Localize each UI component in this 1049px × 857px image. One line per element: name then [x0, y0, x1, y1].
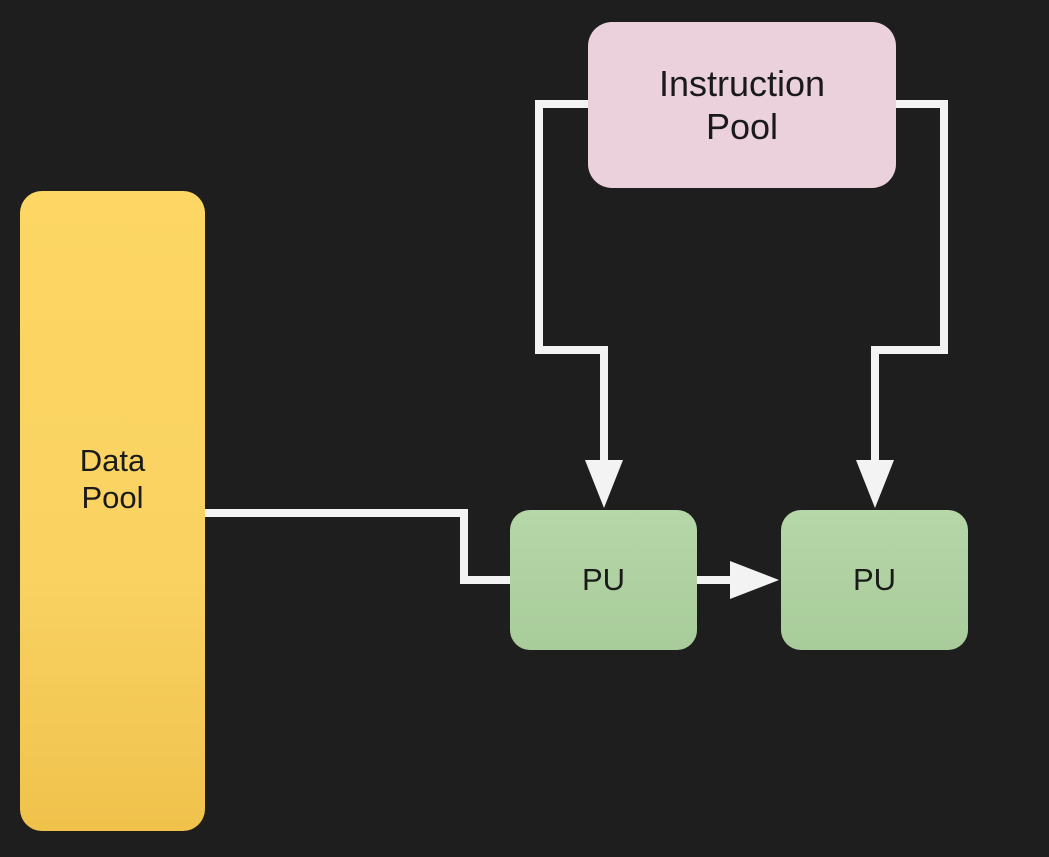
arrowhead-right-pu-2: [730, 561, 779, 599]
data-pool-label-line-2: Pool: [81, 480, 144, 515]
instruction-pool-label-line-2: Pool: [705, 106, 779, 147]
processing-unit-2-label: PU: [852, 562, 897, 598]
instruction-pool-label-line-1: Instruction: [658, 62, 826, 104]
processing-unit-1: PU: [510, 510, 697, 650]
connector-data-pool-to-pu-1: [205, 509, 510, 584]
connector-instruction-to-pu-2: [871, 100, 948, 462]
processing-unit-1-label: PU: [581, 562, 626, 598]
data-pool-label-line-1: Data: [79, 442, 146, 478]
processing-unit-2: PU: [781, 510, 968, 650]
instruction-pool-box: Instruction Pool: [588, 22, 896, 188]
arrowhead-down-pu-2: [856, 460, 894, 508]
arrowhead-down-pu-1: [585, 460, 623, 508]
data-pool-box: Data Pool: [20, 191, 205, 831]
connector-instruction-to-pu-1: [535, 100, 608, 462]
